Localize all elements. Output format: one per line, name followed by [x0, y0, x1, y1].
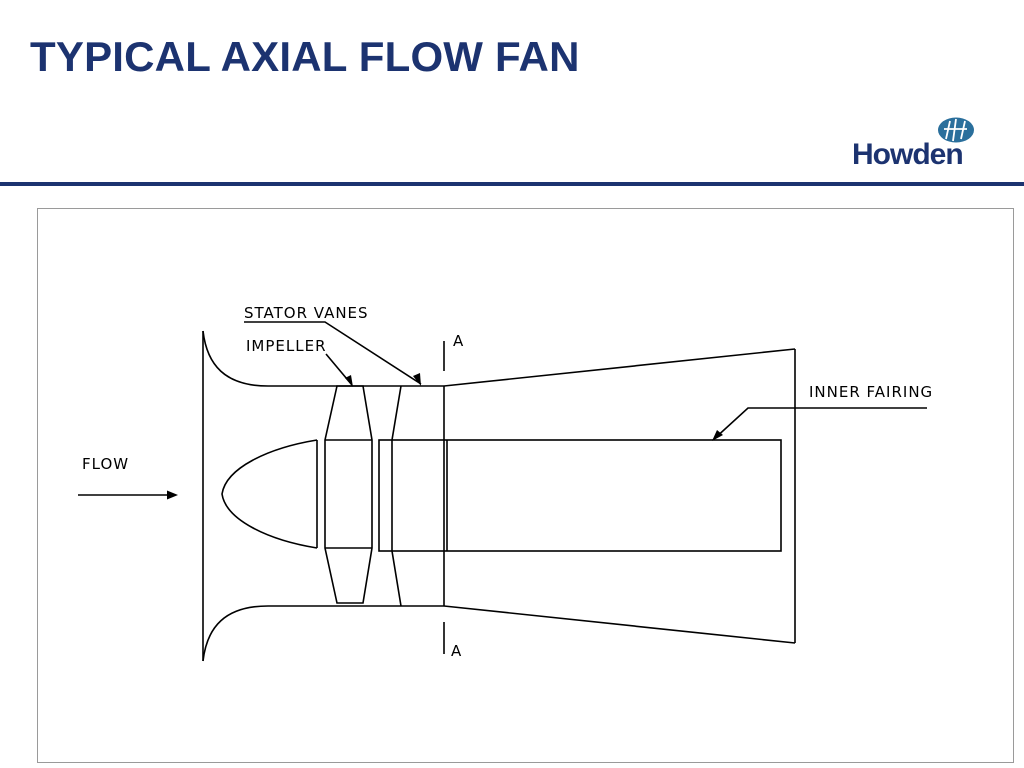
- diagram-frame: [37, 208, 1014, 763]
- leader-lines: [244, 321, 927, 441]
- flow-arrow: [78, 490, 178, 500]
- section-label-bottom: A: [451, 642, 462, 660]
- nose-cone: [221, 439, 318, 549]
- howden-logo: Howden: [848, 114, 980, 180]
- stator-vanes: [391, 385, 445, 607]
- stator-vanes-leader: [244, 321, 422, 385]
- diffuser-casing: [443, 348, 796, 644]
- header-rule: [0, 182, 1024, 186]
- inner-fairing: [378, 439, 782, 552]
- flow-label: FLOW: [82, 455, 129, 473]
- inner-fairing-leader: [712, 407, 927, 441]
- section-label-top: A: [453, 332, 464, 350]
- slide-title: TYPICAL AXIAL FLOW FAN: [30, 33, 580, 80]
- howden-logo-wordmark: Howden: [852, 138, 964, 171]
- stator-vanes-label: STATOR VANES: [244, 304, 369, 322]
- inner-fairing-label: INNER FAIRING: [809, 383, 933, 401]
- howden-h-globe-icon: [938, 117, 974, 143]
- impeller-label: IMPELLER: [246, 337, 327, 355]
- inlet-bellmouth: [202, 330, 444, 662]
- impeller: [324, 385, 373, 604]
